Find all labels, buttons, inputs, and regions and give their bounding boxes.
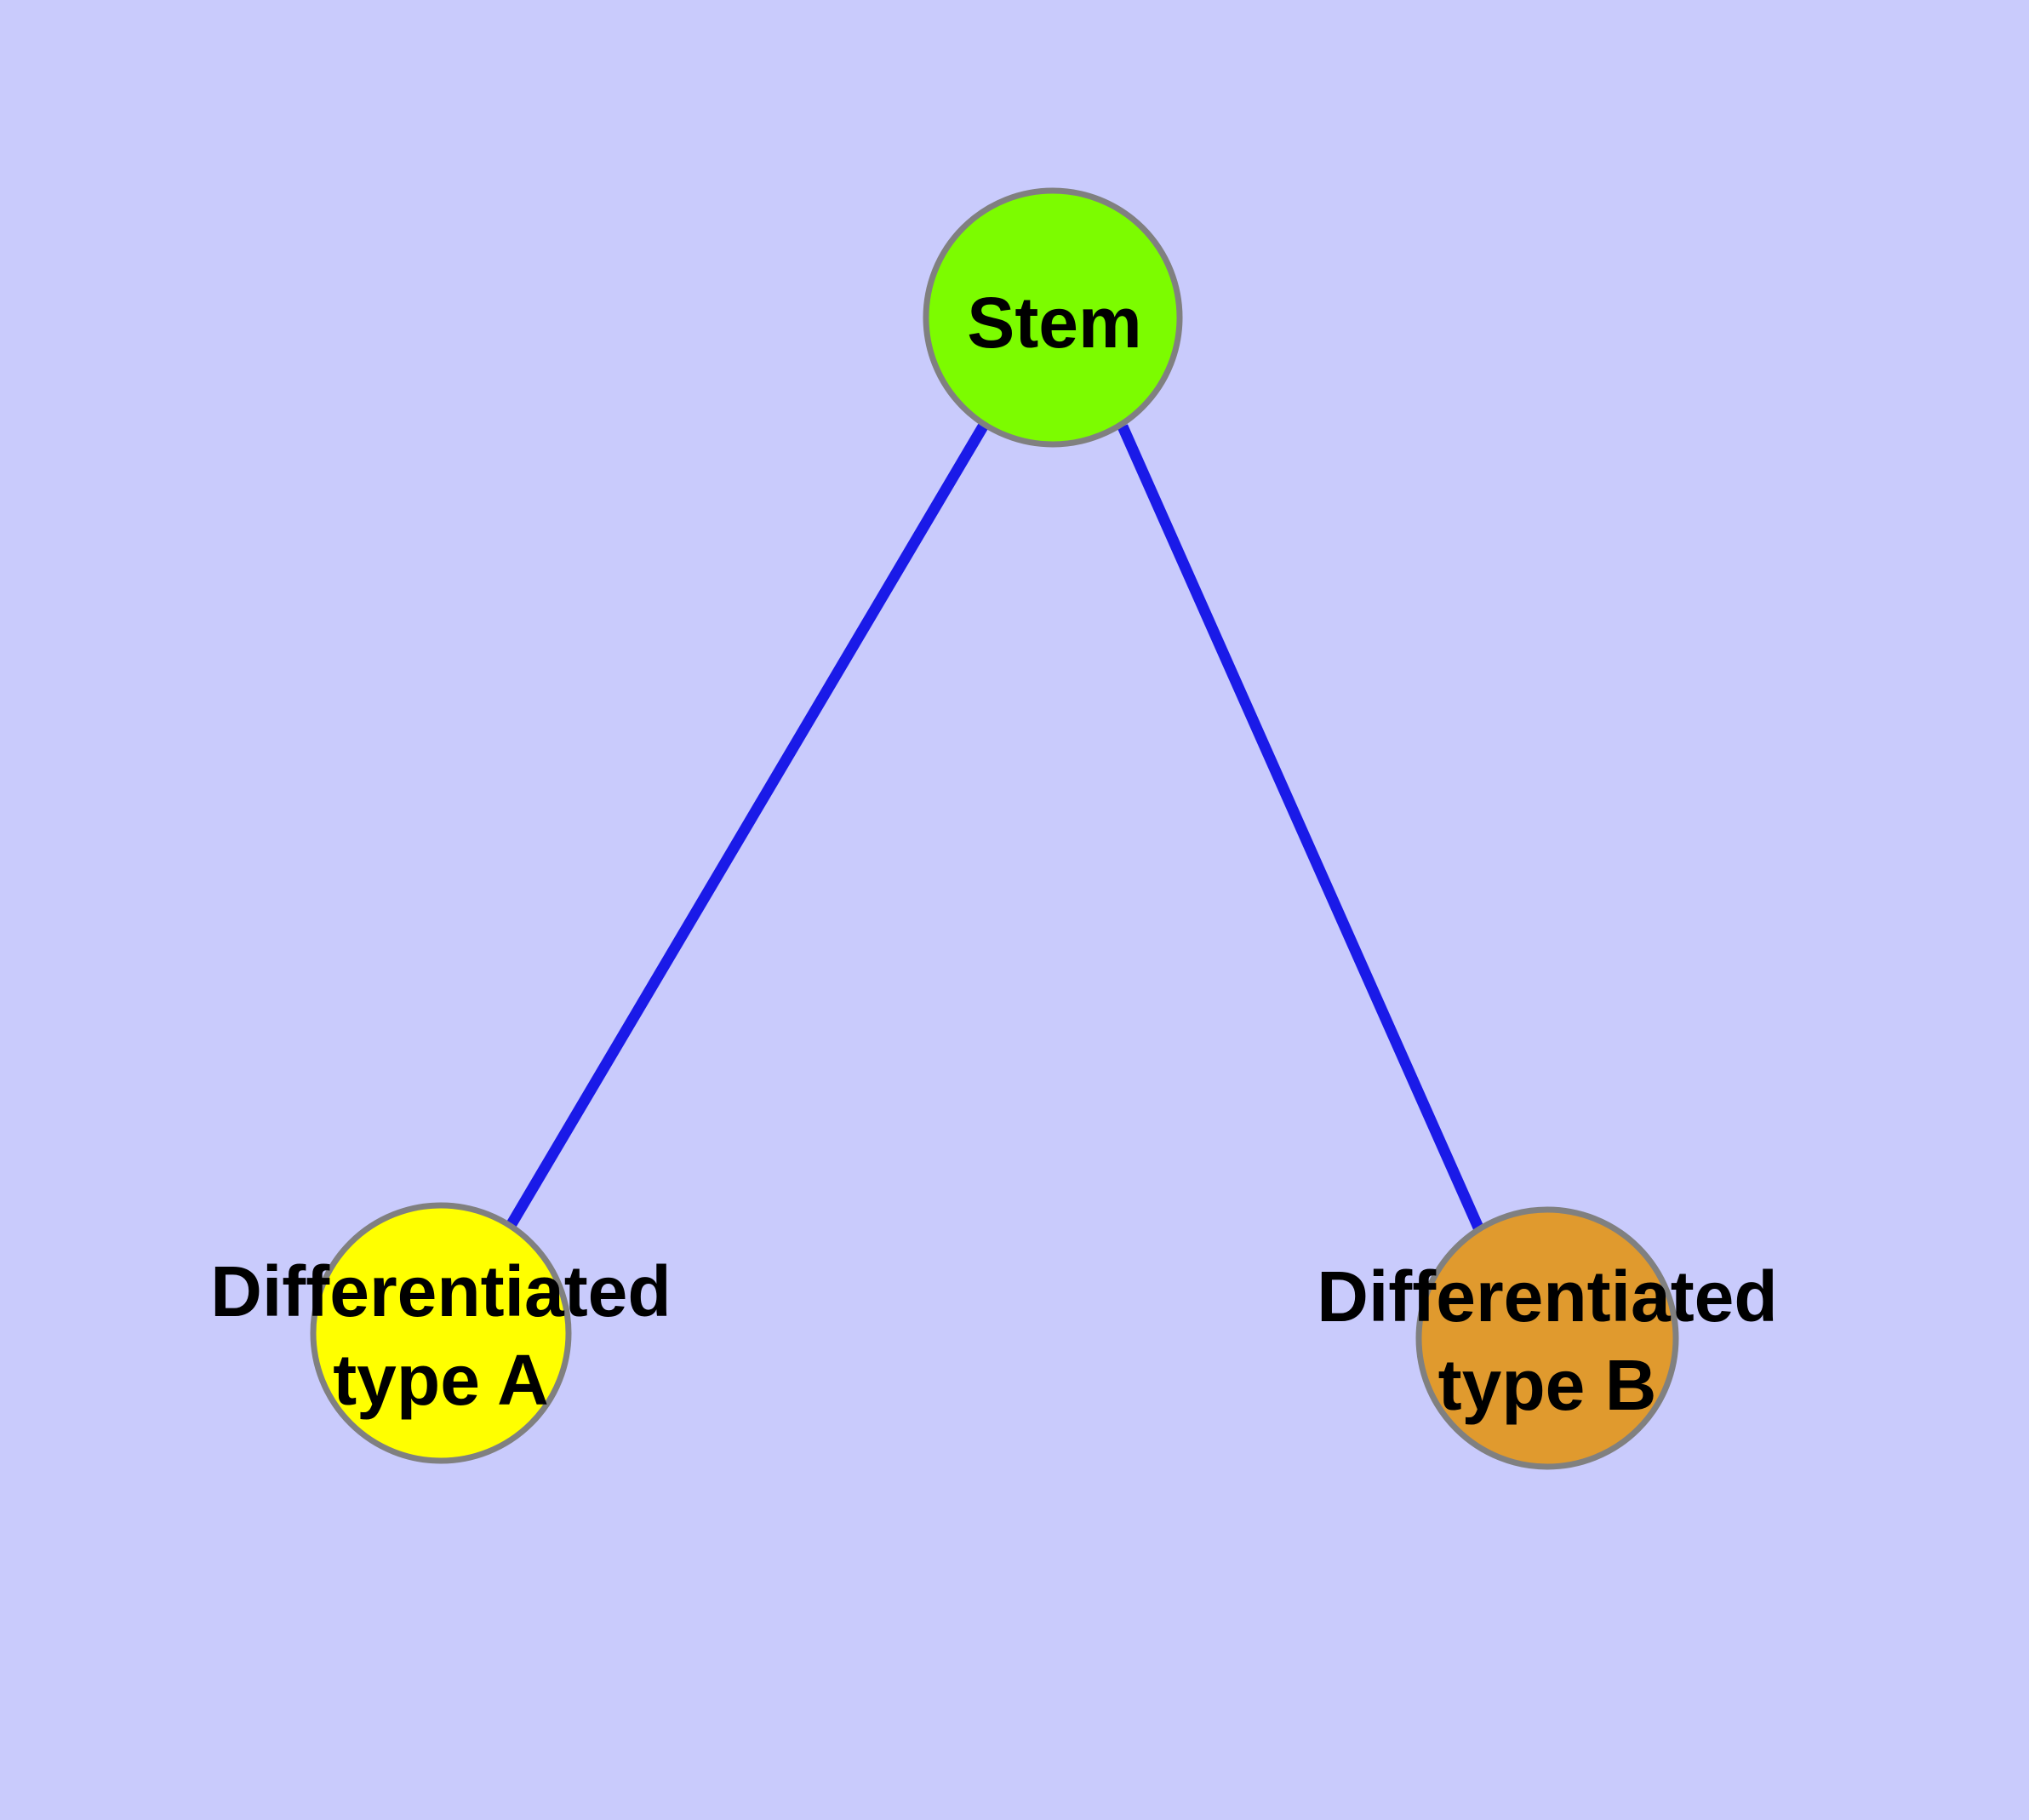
- node-label-differentiated-type-b-line2: type B: [1438, 1345, 1657, 1425]
- edges-layer: [506, 423, 1483, 1230]
- node-differentiated-type-b[interactable]: Differentiated type B: [1317, 1206, 1778, 1470]
- node-label-differentiated-type-b-line1: Differentiated: [1317, 1256, 1777, 1336]
- node-circle-differentiated-type-a[interactable]: [310, 1202, 572, 1464]
- edge-stem-to-differentiated-type-a[interactable]: [506, 423, 988, 1228]
- node-label-differentiated-type-a-line1: Differentiated: [210, 1251, 671, 1331]
- node-label-differentiated-type-a-line2: type A: [333, 1340, 549, 1420]
- node-circle-stem[interactable]: [923, 187, 1183, 448]
- node-differentiated-type-a[interactable]: Differentiated type A: [210, 1202, 672, 1464]
- node-circle-differentiated-type-b[interactable]: [1415, 1206, 1679, 1470]
- edge-stem-to-differentiated-type-b[interactable]: [1117, 424, 1483, 1230]
- node-label-stem: Stem: [967, 283, 1141, 363]
- node-stem[interactable]: Stem: [923, 187, 1183, 448]
